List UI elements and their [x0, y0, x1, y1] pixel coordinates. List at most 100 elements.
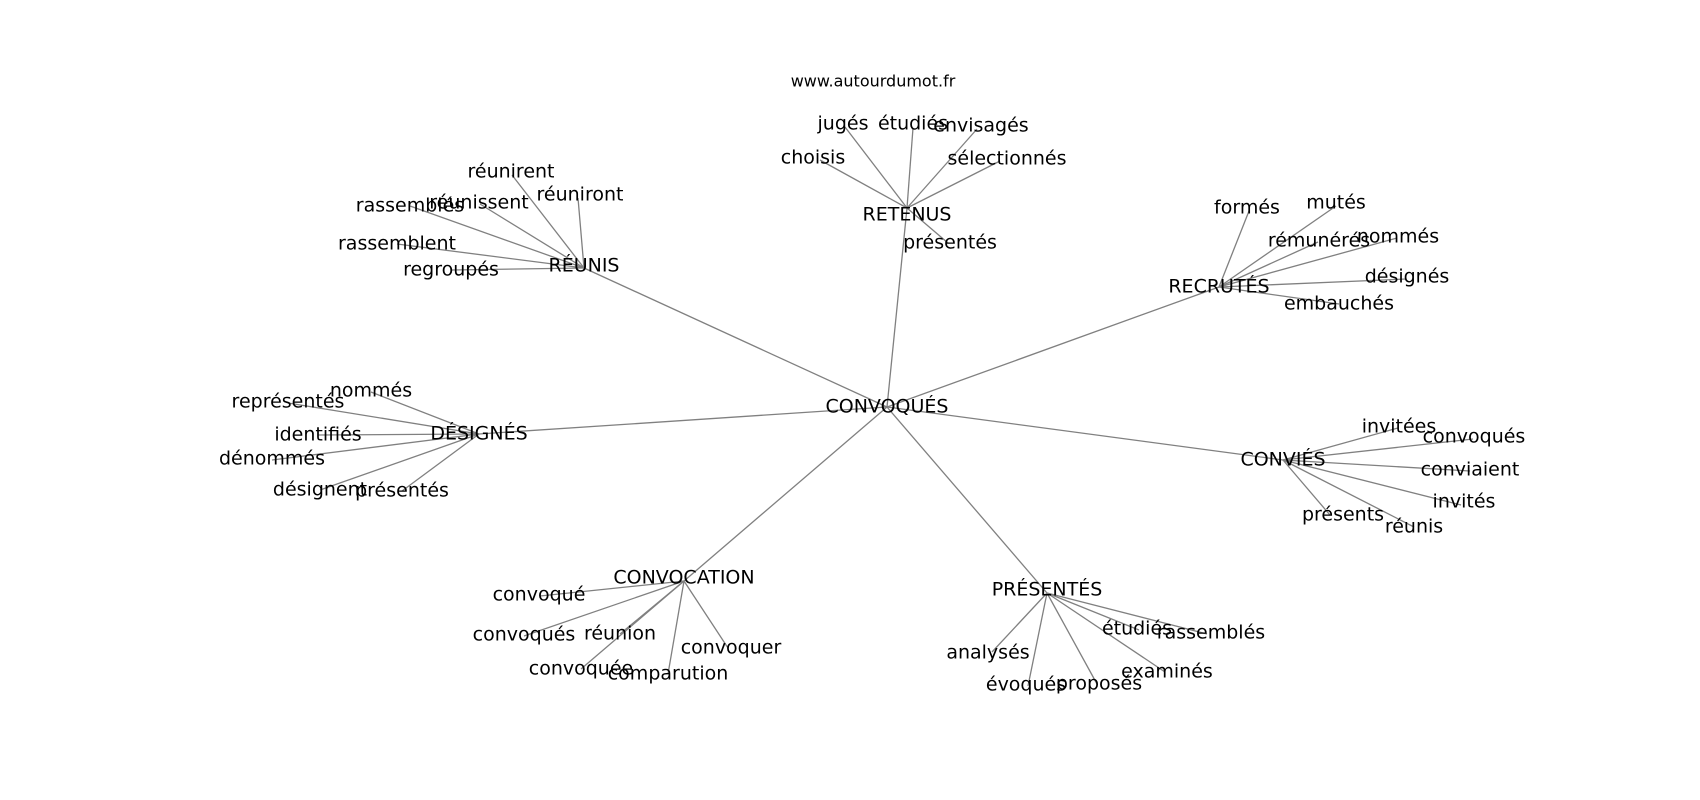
edge-center-to-designes: [478, 406, 888, 435]
leaf-word-convocation-convoques[interactable]: convoqués: [473, 624, 576, 646]
leaf-word-presentes-analyses[interactable]: analysés: [946, 642, 1029, 664]
leaf-word-convies-convoques[interactable]: convoqués: [1423, 426, 1526, 448]
leaf-word-designes-nommes[interactable]: nommés: [330, 380, 412, 402]
edge-presentes-to-etudies: [1046, 592, 1140, 631]
leaf-word-convies-invitees[interactable]: invitées: [1362, 416, 1437, 438]
leaf-word-designes-designent[interactable]: désignent: [273, 479, 367, 501]
leaf-word-recrutes-embauches[interactable]: embauchés: [1284, 293, 1394, 315]
edge-retenus-to-choisis: [819, 159, 908, 209]
watermark-text: www.autourdumot.fr: [791, 72, 956, 91]
edge-center-to-retenus: [886, 207, 908, 408]
leaf-word-reunis-regroupes[interactable]: regroupés: [403, 259, 499, 281]
leaf-word-recrutes-nommes[interactable]: nommés: [1357, 226, 1439, 248]
hub-word-convies[interactable]: CONVIÉS: [1240, 448, 1325, 471]
leaf-word-convocation-convoquer[interactable]: convoquer: [681, 637, 782, 659]
edge-reunis-to-regroupes: [451, 267, 585, 271]
edge-recrutes-to-formes: [1218, 210, 1250, 288]
edge-retenus-to-envisages: [906, 128, 978, 209]
edge-retenus-to-presentes: [906, 207, 949, 244]
edge-retenus-to-juges: [844, 126, 908, 209]
edge-retenus-to-selectionnes: [906, 160, 1001, 209]
leaf-word-convocation-convoque[interactable]: convoqué: [493, 584, 586, 606]
edge-convies-to-presents: [1282, 459, 1331, 516]
edge-center-to-convies: [886, 406, 1284, 461]
edge-recrutes-to-designes: [1218, 278, 1407, 288]
edge-convocation-to-convoquer: [683, 580, 729, 649]
edge-recrutes-to-remuneres: [1218, 241, 1319, 288]
leaf-word-recrutes-mutes[interactable]: mutés: [1306, 192, 1366, 214]
edge-reunis-to-reunissent: [479, 203, 585, 269]
leaf-word-convies-invites[interactable]: invités: [1433, 491, 1496, 513]
leaf-word-reunis-rassemblent[interactable]: rassemblent: [338, 233, 456, 255]
leaf-word-retenus-selectionnes[interactable]: sélectionnés: [947, 148, 1066, 170]
leaf-word-recrutes-remuneres[interactable]: rémunérés: [1268, 230, 1370, 252]
hub-word-designes[interactable]: DÉSIGNÉS: [430, 422, 527, 445]
labels-layer: www.autourdumot.fr CONVOQUÉS jugés étudié…: [219, 72, 1525, 696]
leaf-word-reunis-reuniront[interactable]: réuniront: [537, 184, 624, 206]
leaf-word-presentes-evoques[interactable]: évoqués: [986, 674, 1066, 696]
edge-presentes-to-proposes: [1046, 592, 1098, 685]
edge-convocation-to-convoquee: [580, 580, 685, 670]
edge-presentes-to-evoques: [1027, 592, 1048, 687]
edge-reunis-to-reunirent: [511, 174, 585, 269]
leaf-word-presentes-proposes[interactable]: proposés: [1056, 673, 1142, 695]
edge-center-to-reunis: [583, 267, 888, 408]
edge-convies-to-reunis: [1282, 459, 1415, 528]
leaf-word-recrutes-formes[interactable]: formés: [1214, 197, 1280, 219]
edge-presentes-to-analyses: [991, 592, 1048, 653]
leaf-word-retenus-presentes[interactable]: présentés: [903, 232, 997, 254]
edge-designes-to-denommes: [271, 433, 480, 461]
leaf-word-designes-identifies[interactable]: identifiés: [274, 424, 361, 446]
edge-retenus-to-etudies: [906, 127, 914, 209]
hub-word-retenus[interactable]: RETENUS: [863, 204, 952, 226]
leaf-word-convies-presents[interactable]: présents: [1302, 504, 1384, 526]
edge-convies-to-invitees: [1282, 427, 1399, 461]
edge-reunis-to-rassemblent: [396, 243, 585, 269]
edge-presentes-to-rassembles: [1046, 592, 1208, 635]
leaf-word-convocation-comparution[interactable]: comparution: [608, 663, 729, 685]
leaf-word-convies-conviaient[interactable]: conviaient: [1421, 459, 1520, 481]
edge-convocation-to-comparution: [667, 580, 685, 675]
leaf-word-reunis-rassembles[interactable]: rassemblés: [356, 195, 464, 217]
edge-designes-to-presentes: [401, 433, 480, 492]
leaf-word-presentes-examines[interactable]: examinés: [1121, 661, 1213, 683]
edge-center-to-convocation: [683, 406, 888, 582]
leaf-word-designes-representes[interactable]: représentés: [232, 391, 345, 413]
edge-recrutes-to-embauches: [1218, 286, 1340, 305]
leaf-word-convies-reunis[interactable]: réunis: [1385, 516, 1443, 538]
edge-designes-to-identifies: [317, 433, 480, 436]
leaf-word-convocation-reunion[interactable]: réunion: [584, 623, 656, 645]
leaf-word-designes-denommes[interactable]: dénommés: [219, 448, 325, 470]
edge-designes-to-nommes: [370, 391, 480, 435]
edge-convies-to-conviaient: [1282, 459, 1471, 472]
edge-center-to-recrutes: [886, 286, 1220, 408]
leaf-word-retenus-juges[interactable]: jugés: [817, 113, 869, 135]
edge-designes-to-designent: [319, 433, 480, 491]
edge-convies-to-invites: [1282, 459, 1462, 506]
hub-word-presentes[interactable]: PRÉSENTÉS: [992, 578, 1103, 601]
hub-word-reunis[interactable]: RÉUNIS: [549, 254, 620, 277]
edges-layer: [271, 126, 1474, 687]
edge-recrutes-to-nommes: [1218, 237, 1398, 288]
edge-convocation-to-convoque: [539, 580, 685, 597]
leaf-word-retenus-choisis[interactable]: choisis: [781, 147, 845, 169]
leaf-word-designes-presentes[interactable]: présentés: [355, 480, 449, 502]
leaf-word-convocation-convoquee[interactable]: convoquée: [529, 658, 633, 680]
leaf-word-presentes-rassembles[interactable]: rassemblés: [1157, 622, 1265, 644]
leaf-word-reunis-reunirent[interactable]: réunirent: [467, 161, 554, 183]
leaf-word-recrutes-designes[interactable]: désignés: [1365, 266, 1450, 288]
hub-word-recrutes[interactable]: RECRUTÉS: [1168, 275, 1269, 298]
edge-reunis-to-reuniront: [577, 197, 585, 269]
leaf-word-reunis-reunissent[interactable]: réunissent: [429, 192, 528, 214]
leaf-word-presentes-etudies[interactable]: étudiés: [1102, 618, 1172, 640]
center-word[interactable]: CONVOQUÉS: [826, 395, 949, 418]
edge-presentes-to-examines: [1046, 592, 1166, 673]
edge-reunis-to-rassembles: [409, 205, 585, 269]
leaf-word-retenus-etudies[interactable]: étudiés: [878, 113, 948, 135]
edge-convies-to-convoques: [1282, 438, 1474, 461]
edge-recrutes-to-mutes: [1218, 205, 1337, 288]
hub-word-convocation[interactable]: CONVOCATION: [613, 567, 754, 589]
leaf-word-retenus-envisages[interactable]: envisagés: [933, 115, 1028, 137]
